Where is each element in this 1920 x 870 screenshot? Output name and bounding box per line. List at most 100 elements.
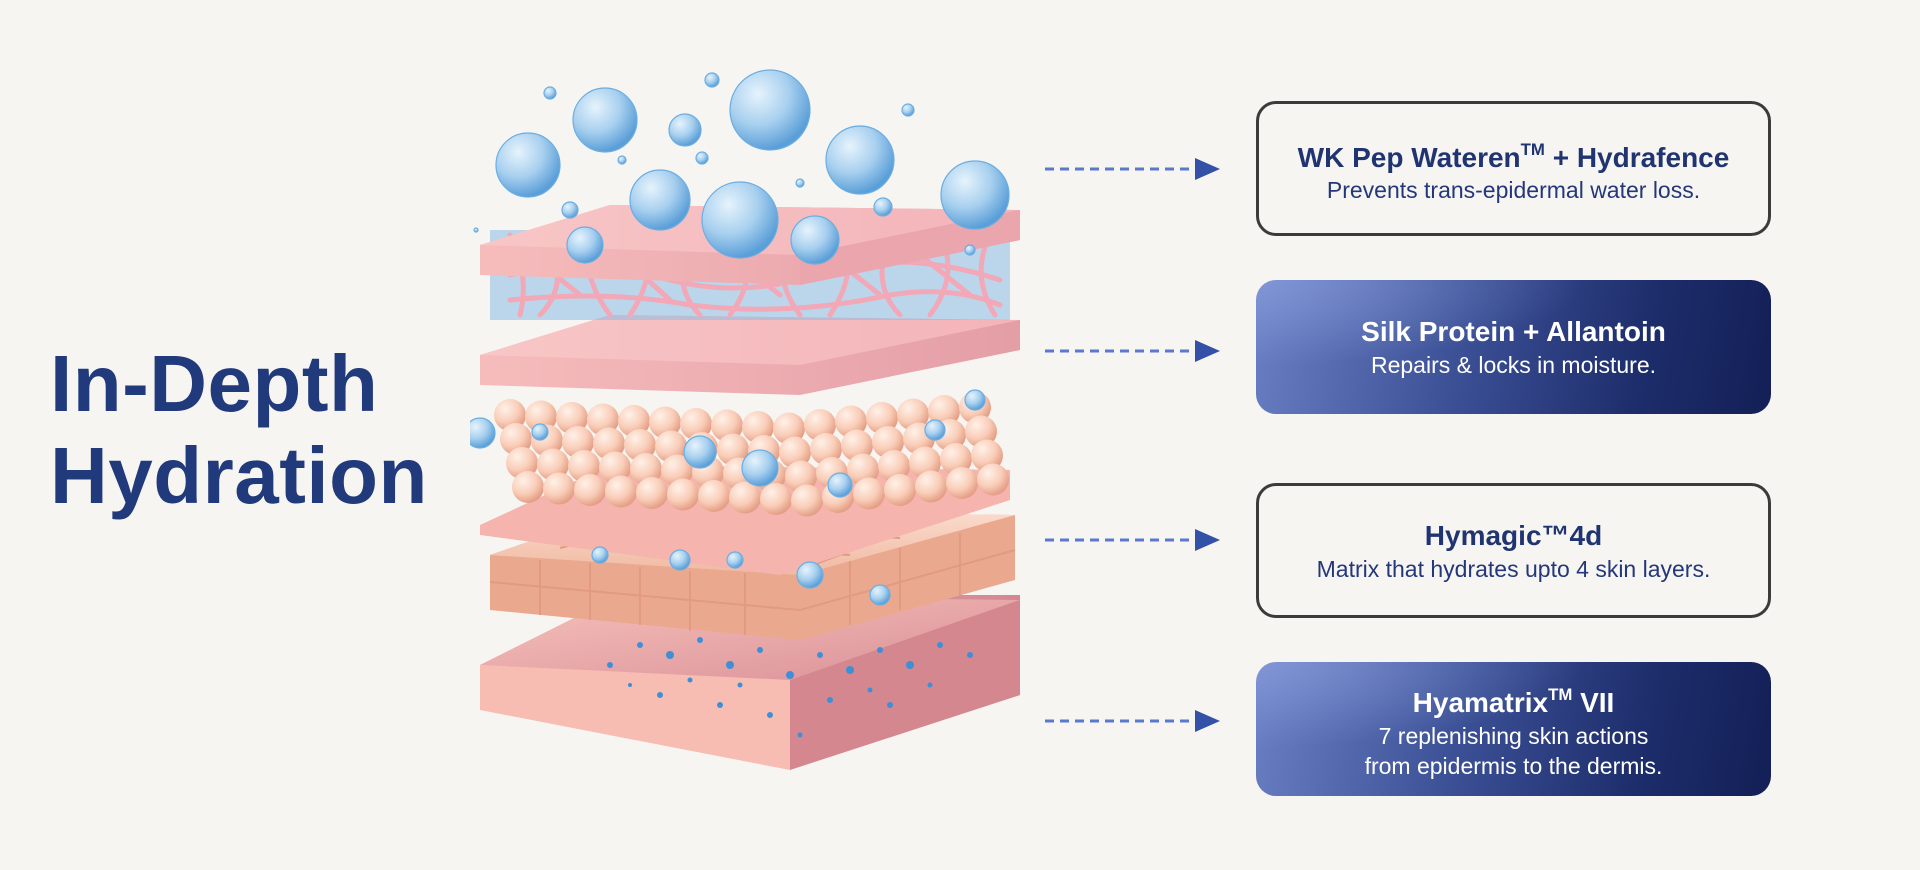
water-bubble	[668, 113, 702, 147]
water-bubbles-cluster	[470, 69, 1010, 606]
card-title: HyamatrixTM VII	[1412, 685, 1615, 718]
skin-cell-sphere	[711, 409, 743, 442]
skin-cell-sphere	[928, 395, 960, 427]
card-description: Matrix that hydrates upto 4 skin layers.	[1316, 555, 1711, 582]
skin-cell-sphere	[587, 403, 619, 436]
water-bubble	[470, 417, 496, 449]
dashed-arrow-right-icon	[1045, 340, 1220, 362]
card-description: Repairs & locks in moisture.	[1370, 352, 1657, 378]
water-bubble	[669, 549, 691, 571]
skin-layers-illustration	[470, 69, 1020, 770]
skin-cell-sphere	[494, 399, 526, 431]
water-bubble	[531, 423, 549, 441]
water-bubble	[561, 201, 579, 219]
skin-cell-sphere	[500, 423, 532, 455]
page-title-line-2: Hydration	[50, 431, 428, 520]
water-bubble	[566, 226, 604, 264]
skin-cell-sphere	[835, 405, 867, 438]
water-bubble	[940, 160, 1010, 230]
water-droplets-scatter	[607, 637, 973, 738]
water-bubble	[683, 435, 717, 469]
skin-cell-sphere	[717, 433, 749, 466]
skin-cell-sphere	[506, 447, 538, 479]
water-bubble	[473, 227, 479, 233]
skin-cell-sphere	[897, 398, 929, 431]
dashed-arrow-right-icon	[1045, 158, 1220, 180]
card-title: Silk Protein + Allantoin	[1361, 316, 1666, 347]
water-bubble	[790, 215, 840, 265]
skin-cell-sphere	[593, 427, 625, 460]
skin-cell-sphere	[636, 477, 668, 509]
skin-cell-sphere	[562, 426, 594, 458]
skin-cell-sphere	[810, 433, 842, 465]
skin-cell-sphere	[667, 478, 699, 511]
skin-cell-sphere	[884, 474, 916, 506]
water-bubble	[695, 151, 709, 165]
water-bubble	[495, 132, 561, 198]
skin-cell-sphere	[543, 472, 575, 505]
skin-cell-sphere	[965, 415, 997, 448]
card-description-line-2: from epidermis to the dermis.	[1364, 752, 1663, 779]
water-bubble	[796, 561, 824, 589]
skin-cell-sphere	[729, 481, 761, 514]
skin-cell-sphere	[618, 405, 650, 437]
card-title: WK Pep WaterenTM + Hydrafence	[1297, 139, 1730, 173]
dashed-arrow-right-icon	[1045, 710, 1220, 732]
water-bubble	[964, 389, 986, 411]
skin-cell-sphere	[512, 471, 544, 503]
page-title-line-1: In-Depth	[50, 339, 379, 428]
skin-cell-sphere	[847, 453, 879, 486]
ingredient-card-silk-protein: Silk Protein + Allantoin Repairs & locks…	[1256, 280, 1771, 414]
skin-cell-sphere	[909, 446, 941, 479]
skin-cell-sphere	[574, 474, 606, 506]
skin-cell-sphere	[878, 450, 910, 482]
skin-cell-sphere	[853, 477, 885, 510]
skin-cell-sphere	[680, 408, 712, 440]
ingredient-card-hymagic: Hymagic™4d Matrix that hydrates upto 4 s…	[1256, 483, 1771, 618]
water-bubble	[572, 87, 638, 153]
skin-cell-sphere	[624, 429, 656, 461]
water-bubble	[591, 546, 609, 564]
skin-cell-sphere	[661, 454, 693, 487]
water-bubble	[704, 72, 720, 88]
water-bubble	[869, 584, 891, 606]
cell-layer	[480, 391, 1010, 575]
card-description-line-1: 7 replenishing skin actions	[1378, 722, 1649, 749]
skin-cell-sphere	[946, 467, 978, 499]
skin-cell-sphere	[698, 480, 730, 512]
skin-cell-sphere	[785, 460, 817, 493]
water-bubble	[827, 472, 853, 498]
water-bubble	[795, 178, 805, 188]
page-title: In-Depth Hydration	[50, 338, 428, 522]
water-bubble	[825, 125, 895, 195]
water-bubble	[741, 449, 779, 487]
skin-cell-sphere	[537, 448, 569, 481]
skin-cell-sphere	[760, 483, 792, 515]
skin-cell-sphere	[791, 484, 823, 517]
skin-cell-sphere	[773, 412, 805, 445]
skin-cell-sphere	[841, 429, 873, 462]
skin-cell-sphere	[556, 402, 588, 434]
water-bubble	[543, 86, 557, 100]
skin-cell-sphere	[971, 439, 1003, 472]
skin-cell-sphere	[599, 451, 631, 484]
water-bubble	[629, 169, 691, 231]
card-description: Prevents trans-epidermal water loss.	[1326, 177, 1701, 204]
water-bubble	[964, 244, 976, 256]
ingredient-card-hyamatrix: HyamatrixTM VII 7 replenishing skin acti…	[1256, 662, 1771, 796]
water-bubble	[924, 419, 946, 441]
skin-cell-sphere	[655, 430, 687, 463]
skin-cell-sphere	[605, 475, 637, 508]
skin-cell-sphere	[779, 436, 811, 469]
skin-cell-sphere	[804, 409, 836, 441]
water-bubble	[901, 103, 915, 117]
skin-cell-sphere	[940, 443, 972, 475]
skin-cell-sphere	[525, 400, 557, 433]
skin-cell-sphere	[977, 463, 1009, 496]
dashed-arrow-right-icon	[1045, 529, 1220, 551]
skin-cell-sphere	[866, 402, 898, 434]
skin-cell-sphere	[649, 406, 681, 439]
skin-cell-sphere	[568, 450, 600, 482]
card-title: Hymagic™4d	[1424, 519, 1603, 551]
water-bubble	[701, 181, 779, 259]
